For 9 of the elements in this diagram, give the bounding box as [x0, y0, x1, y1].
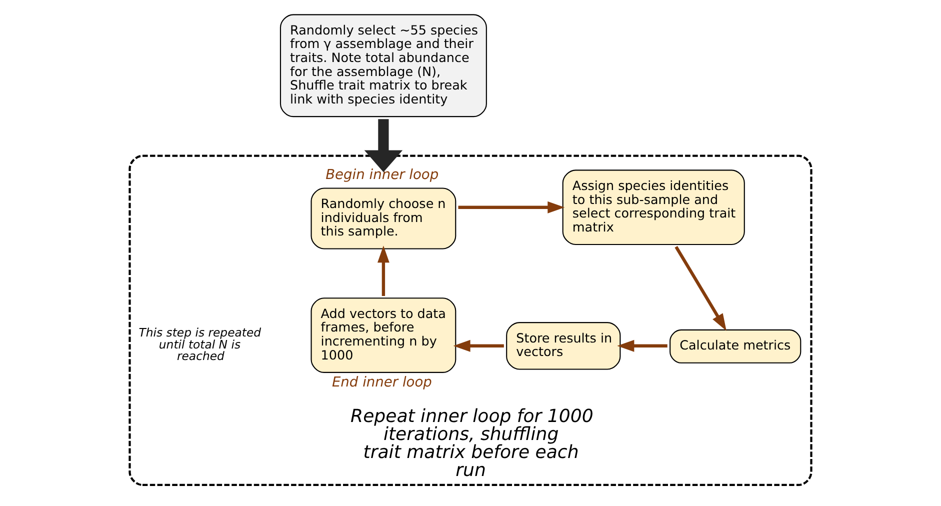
label: This step is repeated until total N is reached — [138, 326, 262, 364]
arrow — [378, 246, 390, 296]
arrow — [458, 201, 565, 214]
arrow — [453, 340, 504, 352]
node-label: End inner loop — [332, 374, 432, 391]
arrow — [674, 246, 726, 331]
node-label: Begin inner loop — [326, 167, 439, 184]
arrow — [617, 340, 668, 352]
arrow — [364, 119, 403, 172]
